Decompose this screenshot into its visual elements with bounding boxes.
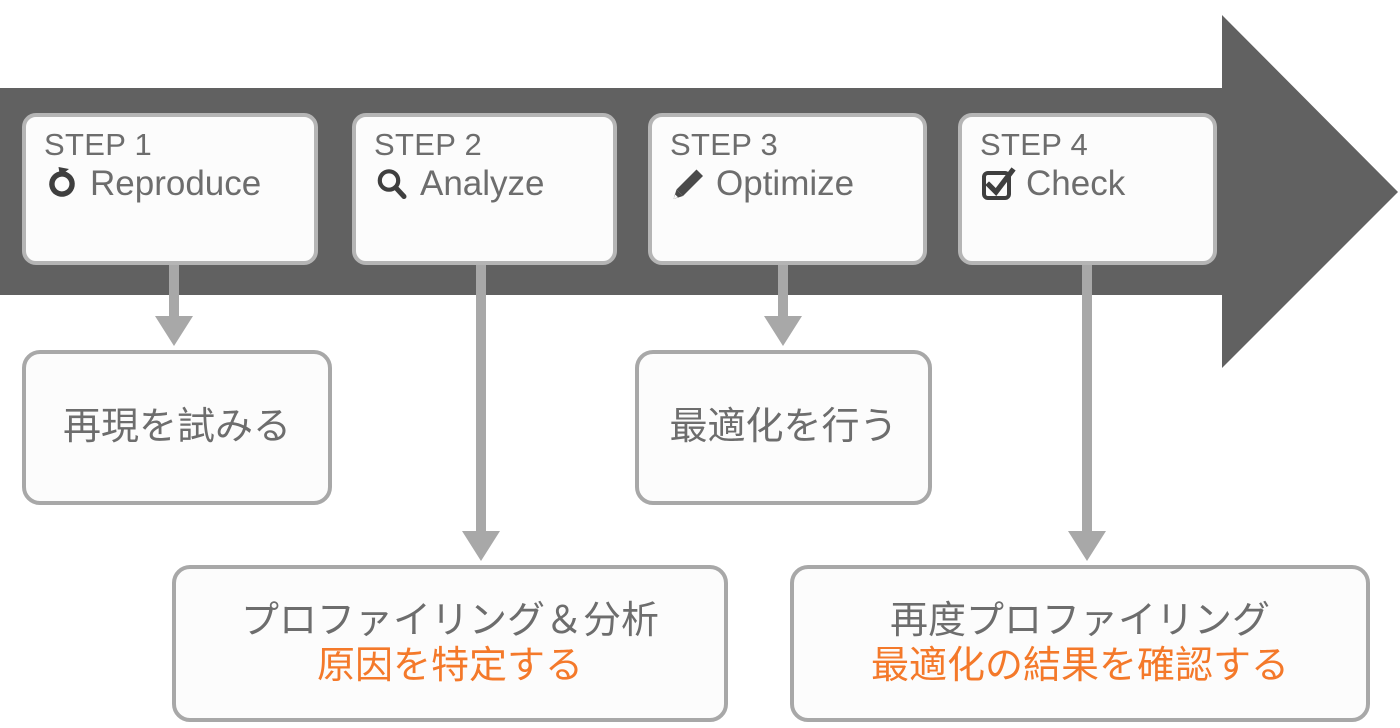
step-2-label: STEP 2	[374, 127, 483, 162]
step-4-label: STEP 4	[980, 127, 1089, 162]
step-3-label: STEP 3	[670, 127, 779, 162]
magnifier-icon	[377, 169, 407, 199]
step-card-2[interactable]: STEP 2 Analyze	[352, 113, 617, 265]
step-3-title: Optimize	[716, 163, 855, 203]
checkbox-check-icon	[982, 167, 1016, 200]
note-box-optimize[interactable]: 最適化を行う	[635, 350, 932, 505]
note-box-reprofiling-verify[interactable]: 再度プロファイリング 最適化の結果を確認する	[790, 565, 1370, 722]
pencil-icon	[673, 169, 703, 199]
step-card-3[interactable]: STEP 3 Optimize	[648, 113, 927, 265]
step-4-title: Check	[1026, 163, 1126, 203]
connector-step4-to-note4	[1068, 260, 1106, 561]
step-1-label: STEP 1	[44, 127, 153, 162]
refresh-icon	[49, 166, 75, 197]
step-4-main: Check	[980, 163, 1213, 203]
step-2-main: Analyze	[374, 163, 613, 203]
step-1-main: Reproduce	[44, 163, 314, 203]
note-line: 最適化を行う	[669, 406, 898, 449]
step-2-title: Analyze	[420, 163, 545, 203]
connector-step2-to-note3	[462, 260, 500, 561]
step-1-title: Reproduce	[90, 163, 262, 203]
step-card-1[interactable]: STEP 1 Reproduce	[22, 113, 318, 265]
note-line: プロファイリング＆分析	[240, 599, 659, 642]
connector-step3-to-note2	[764, 260, 802, 346]
step-3-main: Optimize	[670, 163, 923, 203]
step-card-4[interactable]: STEP 4 Check	[958, 113, 1217, 265]
note-line-accent: 原因を特定する	[316, 644, 583, 687]
note-box-profiling-analysis[interactable]: プロファイリング＆分析 原因を特定する	[172, 565, 728, 722]
note-line: 再現を試みる	[62, 406, 291, 449]
connector-step1-to-note1	[155, 260, 193, 346]
note-line-accent: 最適化の結果を確認する	[870, 644, 1289, 687]
note-box-reproduce[interactable]: 再現を試みる	[22, 350, 332, 505]
note-line: 再度プロファイリング	[889, 599, 1270, 642]
